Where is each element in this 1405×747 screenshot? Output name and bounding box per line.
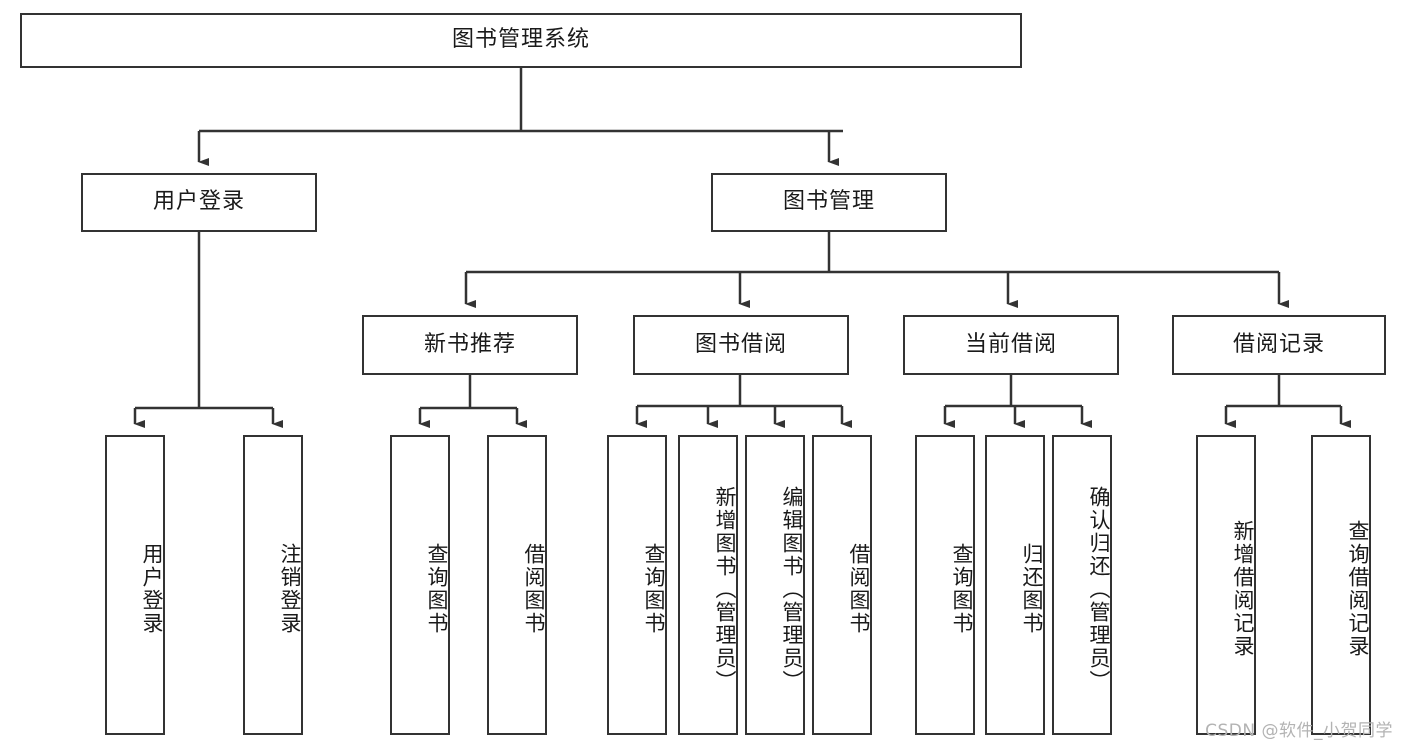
leaf-user-logout[interactable]: 注销登录	[243, 435, 303, 735]
node-new-book-recommend[interactable]: 新书推荐	[362, 315, 578, 375]
node-user-login[interactable]: 用户登录	[81, 173, 317, 232]
node-label: 用户登录	[152, 189, 245, 215]
node-label: 新增借阅记录	[1231, 520, 1255, 658]
node-label: 查询图书	[642, 543, 666, 635]
node-label: 借阅图书	[522, 543, 546, 635]
node-label: 新书推荐	[423, 331, 516, 357]
node-label: 借阅记录	[1232, 331, 1325, 357]
leaf-user-login[interactable]: 用户登录	[105, 435, 165, 735]
leaf-add-book-admin[interactable]: 新增图书（管理员）	[678, 435, 738, 735]
leaf-borrow-book-2[interactable]: 借阅图书	[812, 435, 872, 735]
node-label: 注销登录	[278, 543, 302, 635]
leaf-edit-book-admin[interactable]: 编辑图书（管理员）	[745, 435, 805, 735]
node-label: 当前借阅	[964, 331, 1057, 357]
leaf-query-book-1[interactable]: 查询图书	[390, 435, 450, 735]
node-label: 编辑图书（管理员）	[780, 485, 804, 693]
leaf-query-book-3[interactable]: 查询图书	[915, 435, 975, 735]
leaf-query-book-2[interactable]: 查询图书	[607, 435, 667, 735]
node-root-system[interactable]: 图书管理系统	[20, 13, 1022, 68]
node-label: 借阅图书	[847, 543, 871, 635]
node-label: 图书管理系统	[451, 27, 590, 53]
node-label: 用户登录	[140, 543, 164, 635]
node-label: 确认归还（管理员）	[1087, 485, 1111, 693]
leaf-return-book[interactable]: 归还图书	[985, 435, 1045, 735]
node-label: 查询图书	[425, 543, 449, 635]
leaf-confirm-return-admin[interactable]: 确认归还（管理员）	[1052, 435, 1112, 735]
node-label: 图书借阅	[694, 331, 787, 357]
node-borrow-record[interactable]: 借阅记录	[1172, 315, 1386, 375]
node-label: 新增图书（管理员）	[713, 485, 737, 693]
node-book-borrow[interactable]: 图书借阅	[633, 315, 849, 375]
node-book-manage[interactable]: 图书管理	[711, 173, 947, 232]
node-label: 查询图书	[950, 543, 974, 635]
csdn-watermark: CSDN @软件_小贺同学	[1205, 721, 1393, 741]
node-current-borrow[interactable]: 当前借阅	[903, 315, 1119, 375]
leaf-query-borrow-record[interactable]: 查询借阅记录	[1311, 435, 1371, 735]
leaf-add-borrow-record[interactable]: 新增借阅记录	[1196, 435, 1256, 735]
leaf-borrow-book-1[interactable]: 借阅图书	[487, 435, 547, 735]
node-label: 图书管理	[782, 189, 875, 215]
node-label: 查询借阅记录	[1346, 520, 1370, 658]
node-label: 归还图书	[1020, 543, 1044, 635]
